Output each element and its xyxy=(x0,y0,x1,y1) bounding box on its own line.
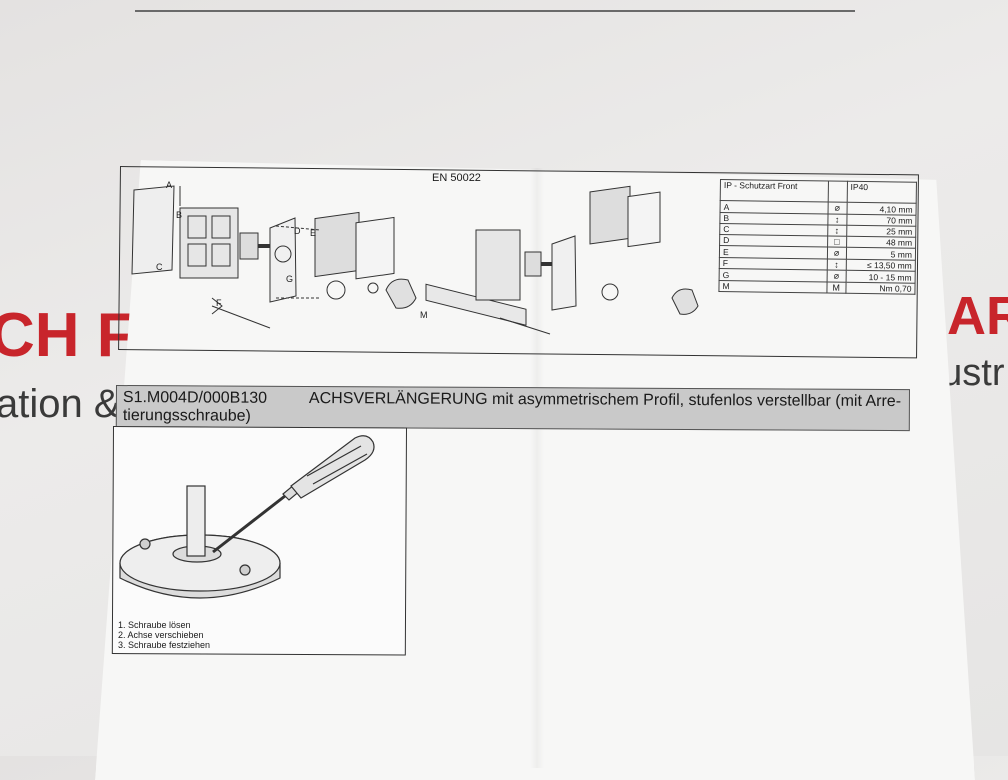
spec-value: 4,10 mm xyxy=(846,202,917,216)
spec-symbol: ↕ xyxy=(826,259,847,271)
sheet-fold-line xyxy=(530,168,544,768)
spec-header-row: IP - Schutzart Front IP40 xyxy=(720,179,917,204)
spec-value: 5 mm xyxy=(846,247,916,261)
spec-header-value: IP40 xyxy=(846,181,917,204)
section-title-bar: S1.M004D/000B130 ACHSVERLÄNGERUNG mit as… xyxy=(115,385,910,432)
spec-symbol: □ xyxy=(827,236,847,248)
spec-symbol: ↕ xyxy=(827,214,847,226)
spec-value: 10 - 15 mm xyxy=(845,270,916,284)
spec-header-label: IP - Schutzart Front xyxy=(720,179,829,203)
spec-symbol: ↕ xyxy=(827,225,847,237)
instruction-steps: 1. Schraube lösen 2. Achse verschieben 3… xyxy=(118,620,210,650)
callout-e: E xyxy=(310,228,316,238)
step-3: 3. Schraube festziehen xyxy=(118,640,211,650)
spec-symbol: M xyxy=(826,282,846,294)
section-title: ACHSVERLÄNGERUNG mit asymmetrischem Prof… xyxy=(308,390,902,411)
section-title-continued: tierungsschraube) xyxy=(122,407,251,425)
callout-m: M xyxy=(420,310,428,320)
spec-value: Nm 0,70 xyxy=(845,282,916,295)
spec-symbol: ⌀ xyxy=(827,202,847,215)
background-print-left-sub: ation & xyxy=(0,382,121,426)
callout-d: D xyxy=(294,226,301,236)
background-print-left: CH F xyxy=(0,301,135,370)
callout-c: C xyxy=(156,262,163,272)
step-2: 2. Achse verschieben xyxy=(118,630,204,640)
article-code: S1.M004D/000B130 xyxy=(122,389,268,407)
step-1: 1. Schraube lösen xyxy=(118,620,191,630)
background-shelf-line xyxy=(135,10,855,12)
callout-b: B xyxy=(176,210,182,220)
spec-symbol: ⌀ xyxy=(827,247,847,260)
callout-f: F xyxy=(216,298,222,308)
screwdriver-illustration xyxy=(119,435,375,599)
exploded-assembly-diagram: A B C D E F G M xyxy=(131,180,699,335)
callout-g: G xyxy=(286,274,293,284)
spec-symbol: ⌀ xyxy=(826,270,846,283)
standard-label: EN 50022 xyxy=(432,172,481,184)
callout-a: A xyxy=(166,180,172,190)
spec-label: M xyxy=(718,280,827,293)
